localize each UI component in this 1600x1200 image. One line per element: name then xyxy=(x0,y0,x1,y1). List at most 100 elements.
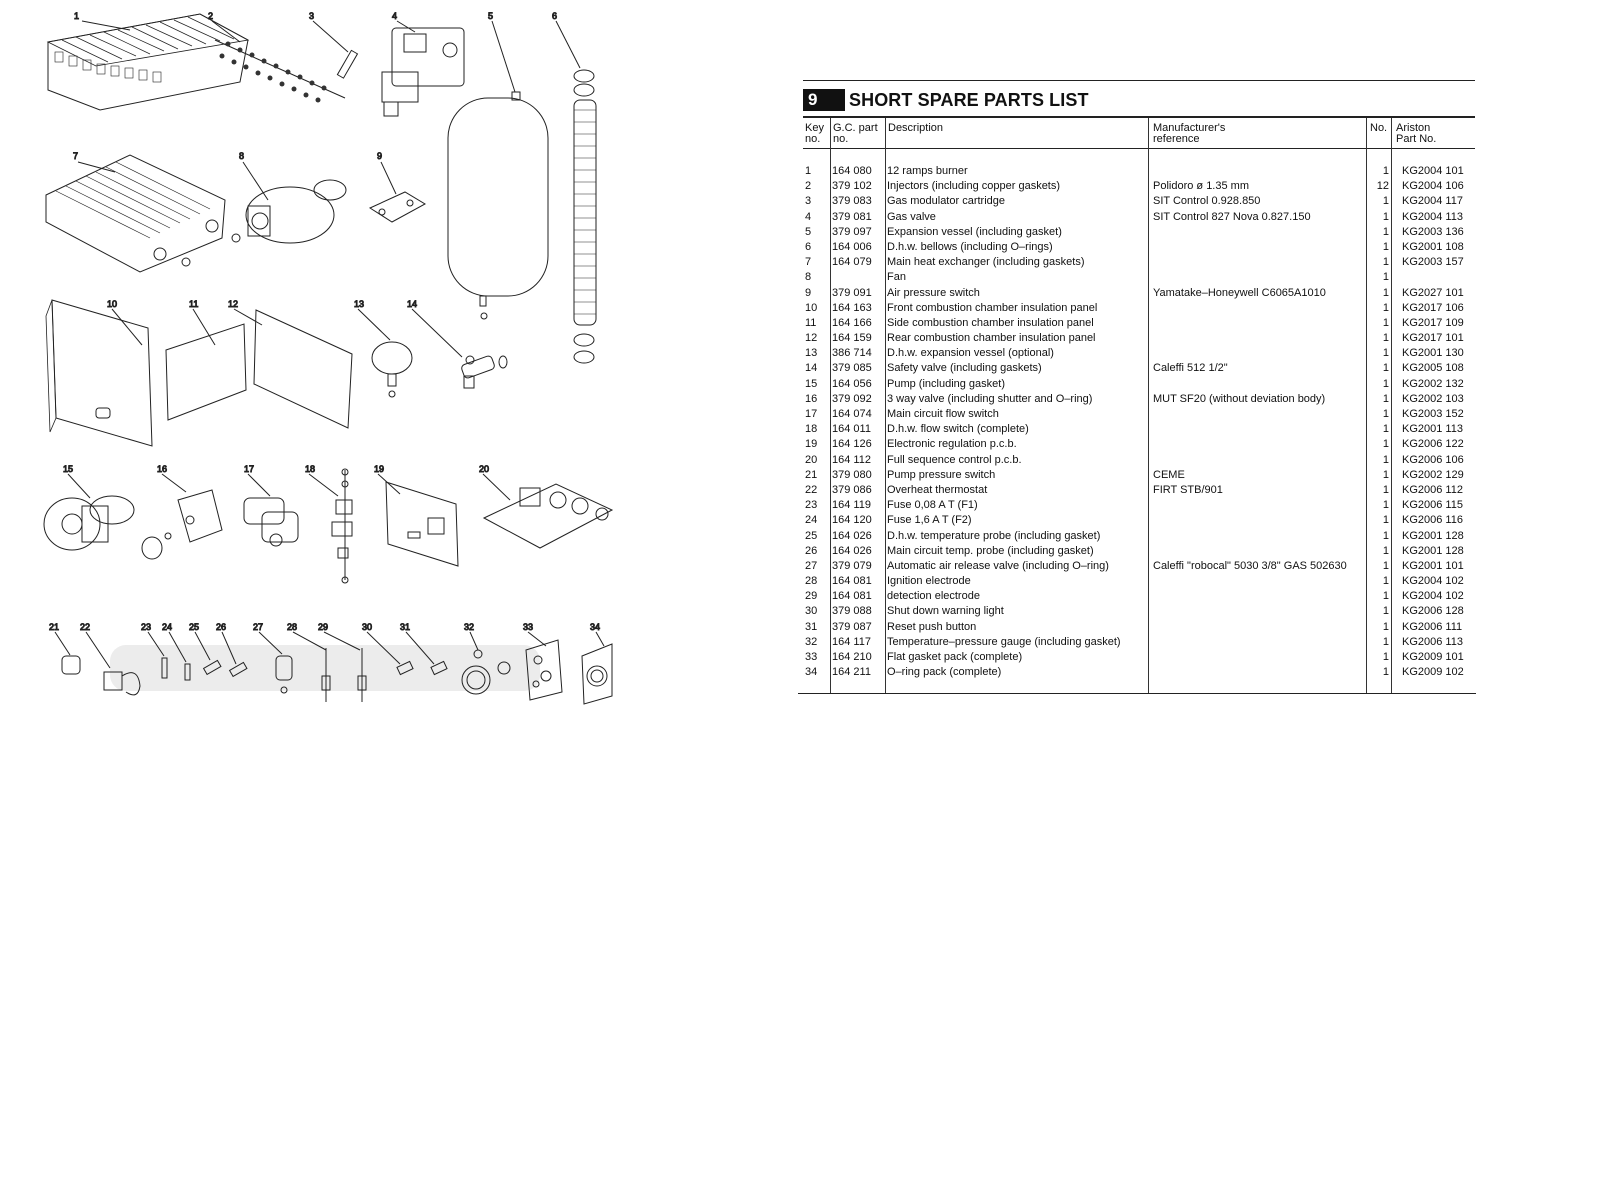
section-header: 9 SHORT SPARE PARTS LIST xyxy=(803,89,1089,111)
ariston-part-cell: KG2027 101 xyxy=(1402,286,1464,299)
part-main-circuit-temp-probe xyxy=(221,631,248,678)
quantity-cell: 1 xyxy=(1382,377,1389,390)
part-pump-pressure-switch xyxy=(54,631,81,675)
ariston-part-cell: KG2006 116 xyxy=(1402,514,1463,527)
bottom-rule xyxy=(798,693,1476,694)
gc-part-cell: 164 081 xyxy=(832,590,872,603)
ariston-part-cell: KG2003 152 xyxy=(1402,408,1464,420)
callout-33: 33 xyxy=(523,622,533,632)
ariston-part-cell: KG2002 103 xyxy=(1402,392,1464,405)
column-divider-2 xyxy=(885,118,886,693)
callout-34: 34 xyxy=(590,622,600,632)
description-cell: Full sequence control p.c.b. xyxy=(887,453,1022,466)
part-expansion-vessel xyxy=(447,20,549,320)
part-overheat-thermostat xyxy=(85,631,141,696)
ariston-part-cell: KG2001 113 xyxy=(1402,423,1463,436)
manufacturer-ref-cell: SIT Control 0.928.850 xyxy=(1153,195,1261,208)
quantity-cell: 1 xyxy=(1382,286,1389,299)
ariston-part-cell: KG2009 101 xyxy=(1402,651,1464,663)
part-gas-valve xyxy=(381,20,465,117)
ariston-part-cell: KG2006 111 xyxy=(1402,620,1463,633)
ariston-part-cell: KG2004 106 xyxy=(1402,180,1464,193)
quantity-cell: 1 xyxy=(1382,620,1389,633)
gc-part-cell: 164 117 xyxy=(832,635,871,648)
callout-4: 4 xyxy=(392,11,397,21)
manufacturer-ref-cell: Polidoro ø 1.35 mm xyxy=(1153,180,1249,193)
key-cell: 18 xyxy=(805,423,818,436)
header-description: Description xyxy=(888,123,943,134)
callout-10: 10 xyxy=(107,299,117,309)
description-cell: 3 way valve (including shutter and O–rin… xyxy=(887,392,1093,405)
key-cell: 33 xyxy=(805,651,818,663)
description-cell: 12 ramps burner xyxy=(887,165,968,177)
manufacturer-ref-cell: MUT SF20 (without deviation body) xyxy=(1153,392,1326,405)
key-cell: 12 xyxy=(805,332,818,345)
ariston-part-cell: KG2001 108 xyxy=(1402,240,1464,253)
description-cell: Automatic air release valve (including O… xyxy=(887,559,1109,572)
ariston-part-cell: KG2017 109 xyxy=(1402,316,1464,329)
callout-21: 21 xyxy=(49,622,59,632)
key-cell: 28 xyxy=(805,575,818,588)
header-ariston-line2: Part No. xyxy=(1396,133,1437,145)
quantity-cell: 1 xyxy=(1382,347,1389,360)
part-three-way-valve xyxy=(161,473,223,543)
quantity-cell: 1 xyxy=(1382,453,1389,466)
key-cell: 34 xyxy=(805,666,818,679)
gc-part-cell: 379 080 xyxy=(832,468,872,481)
gc-part-cell: 164 166 xyxy=(832,316,872,329)
key-cell: 13 xyxy=(805,347,818,360)
callout-30: 30 xyxy=(362,622,372,632)
quantity-cell: 1 xyxy=(1382,514,1389,527)
callout-5: 5 xyxy=(488,11,493,21)
gc-part-cell: 164 211 xyxy=(832,666,871,679)
key-cell: 11 xyxy=(805,316,817,329)
part-pump xyxy=(43,473,163,560)
gc-part-cell: 164 011 xyxy=(832,423,871,436)
ariston-part-cell: KG2004 113 xyxy=(1402,210,1463,223)
manufacturer-ref-cell: Caleffi 512 1/2" xyxy=(1153,362,1228,375)
gc-part-cell: 379 079 xyxy=(832,559,872,572)
key-cell: 22 xyxy=(805,483,818,496)
description-cell: Reset push button xyxy=(887,620,977,633)
gc-part-cell: 164 056 xyxy=(832,377,872,390)
part-dhw-flow-switch xyxy=(308,468,353,584)
key-cell: 30 xyxy=(805,605,818,618)
callout-11: 11 xyxy=(189,299,198,309)
gc-part-cell: 164 079 xyxy=(832,256,872,269)
header-manufacturer-line1: Manufacturer's xyxy=(1153,122,1226,134)
callout-32: 32 xyxy=(464,622,474,632)
ariston-part-cell: KG2003 136 xyxy=(1402,225,1464,238)
quantity-cell: 1 xyxy=(1382,651,1389,663)
part-fan xyxy=(242,161,347,244)
callout-29: 29 xyxy=(318,622,328,632)
part-air-pressure-switch xyxy=(368,161,427,223)
header-key-line1: Key xyxy=(805,122,824,134)
quantity-cell: 1 xyxy=(1382,544,1389,557)
ariston-part-cell: KG2006 106 xyxy=(1402,453,1464,466)
quantity-cell: 1 xyxy=(1382,240,1389,253)
callout-9: 9 xyxy=(377,151,382,161)
key-cell: 9 xyxy=(805,286,812,299)
ariston-part-cell: KG2004 101 xyxy=(1402,165,1464,177)
ariston-part-cell: KG2006 122 xyxy=(1402,438,1464,451)
callout-26: 26 xyxy=(216,622,226,632)
part-burner xyxy=(46,13,250,111)
callout-28: 28 xyxy=(287,622,297,632)
ariston-part-cell: KG2002 132 xyxy=(1402,377,1464,390)
gc-part-cell: 164 120 xyxy=(832,514,872,527)
part-front-insulation-panel xyxy=(45,299,153,447)
part-injectors xyxy=(211,20,346,103)
ariston-part-cell: KG2005 108 xyxy=(1402,362,1464,375)
ariston-part-cell: KG2003 157 xyxy=(1402,256,1464,269)
header-key: Key no. xyxy=(805,123,824,145)
gc-part-cell: 164 074 xyxy=(832,408,872,420)
